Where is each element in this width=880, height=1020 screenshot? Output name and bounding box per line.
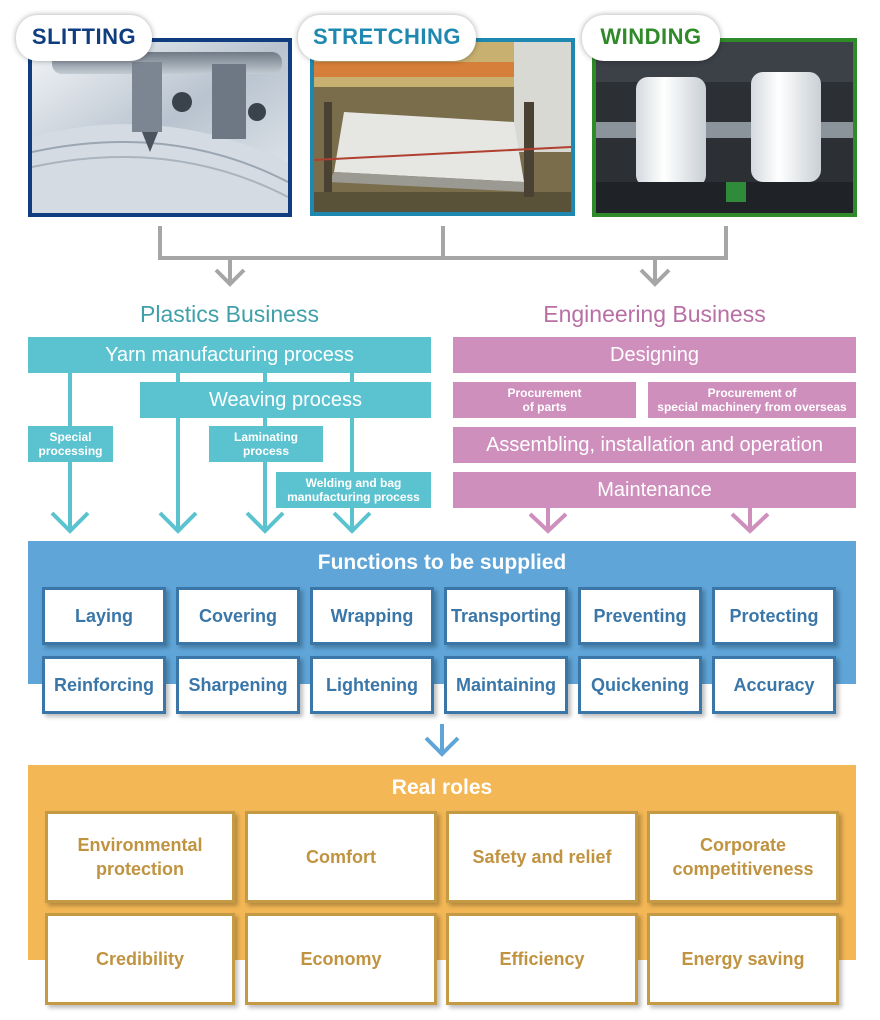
procurement-of-parts: Procurement of parts [453, 382, 636, 418]
function-wrapping: Wrapping [310, 587, 434, 645]
slitting-label: SLITTING [16, 15, 152, 61]
slitting-photo [28, 38, 292, 217]
role-comfort: Comfort [245, 811, 437, 903]
laminating-process: Laminating process [209, 426, 323, 462]
assembling-installation-operation: Assembling, installation and operation [453, 427, 856, 463]
special-processing: Special processing [28, 426, 113, 462]
function-protecting: Protecting [712, 587, 836, 645]
role-corporate-competitiveness: Corporate competitiveness [647, 811, 839, 903]
winding-label: WINDING [582, 15, 720, 61]
engineering-business-title: Engineering Business [543, 301, 766, 327]
weaving-process: Weaving process [140, 382, 431, 418]
plastics-business-title: Plastics Business [140, 301, 319, 327]
function-maintaining: Maintaining [444, 656, 568, 714]
winding-machine-image [596, 42, 853, 213]
stretching-photo [310, 38, 575, 216]
winding-photo [592, 38, 857, 217]
role-environmental-protection: Environmental protection [45, 811, 235, 903]
role-efficiency: Efficiency [446, 913, 638, 1005]
stretching-label: STRETCHING [298, 15, 476, 61]
procurement-of-special-machinery: Procurement of special machinery from ov… [648, 382, 856, 418]
function-covering: Covering [176, 587, 300, 645]
role-credibility: Credibility [45, 913, 235, 1005]
role-energy-saving: Energy saving [647, 913, 839, 1005]
maintenance: Maintenance [453, 472, 856, 508]
yarn-manufacturing-process: Yarn manufacturing process [28, 337, 431, 373]
function-lightening: Lightening [310, 656, 434, 714]
function-accuracy: Accuracy [712, 656, 836, 714]
functions-title: Functions to be supplied [317, 551, 567, 574]
function-reinforcing: Reinforcing [42, 656, 166, 714]
role-economy: Economy [245, 913, 437, 1005]
welding-bag-process: Welding and bag manufacturing process [276, 472, 431, 508]
down-arrow-icon [424, 724, 460, 757]
role-safety-and-relief: Safety and relief [446, 811, 638, 903]
function-quickening: Quickening [578, 656, 702, 714]
slitting-machine-image [32, 42, 288, 213]
engineering-flow-arrows [528, 506, 770, 534]
designing: Designing [453, 337, 856, 373]
stretching-machine-image [314, 42, 571, 212]
roles-title: Real roles [391, 776, 493, 799]
function-laying: Laying [42, 587, 166, 645]
function-transporting: Transporting [444, 587, 568, 645]
function-preventing: Preventing [578, 587, 702, 645]
process-connector [158, 226, 728, 287]
function-sharpening: Sharpening [176, 656, 300, 714]
